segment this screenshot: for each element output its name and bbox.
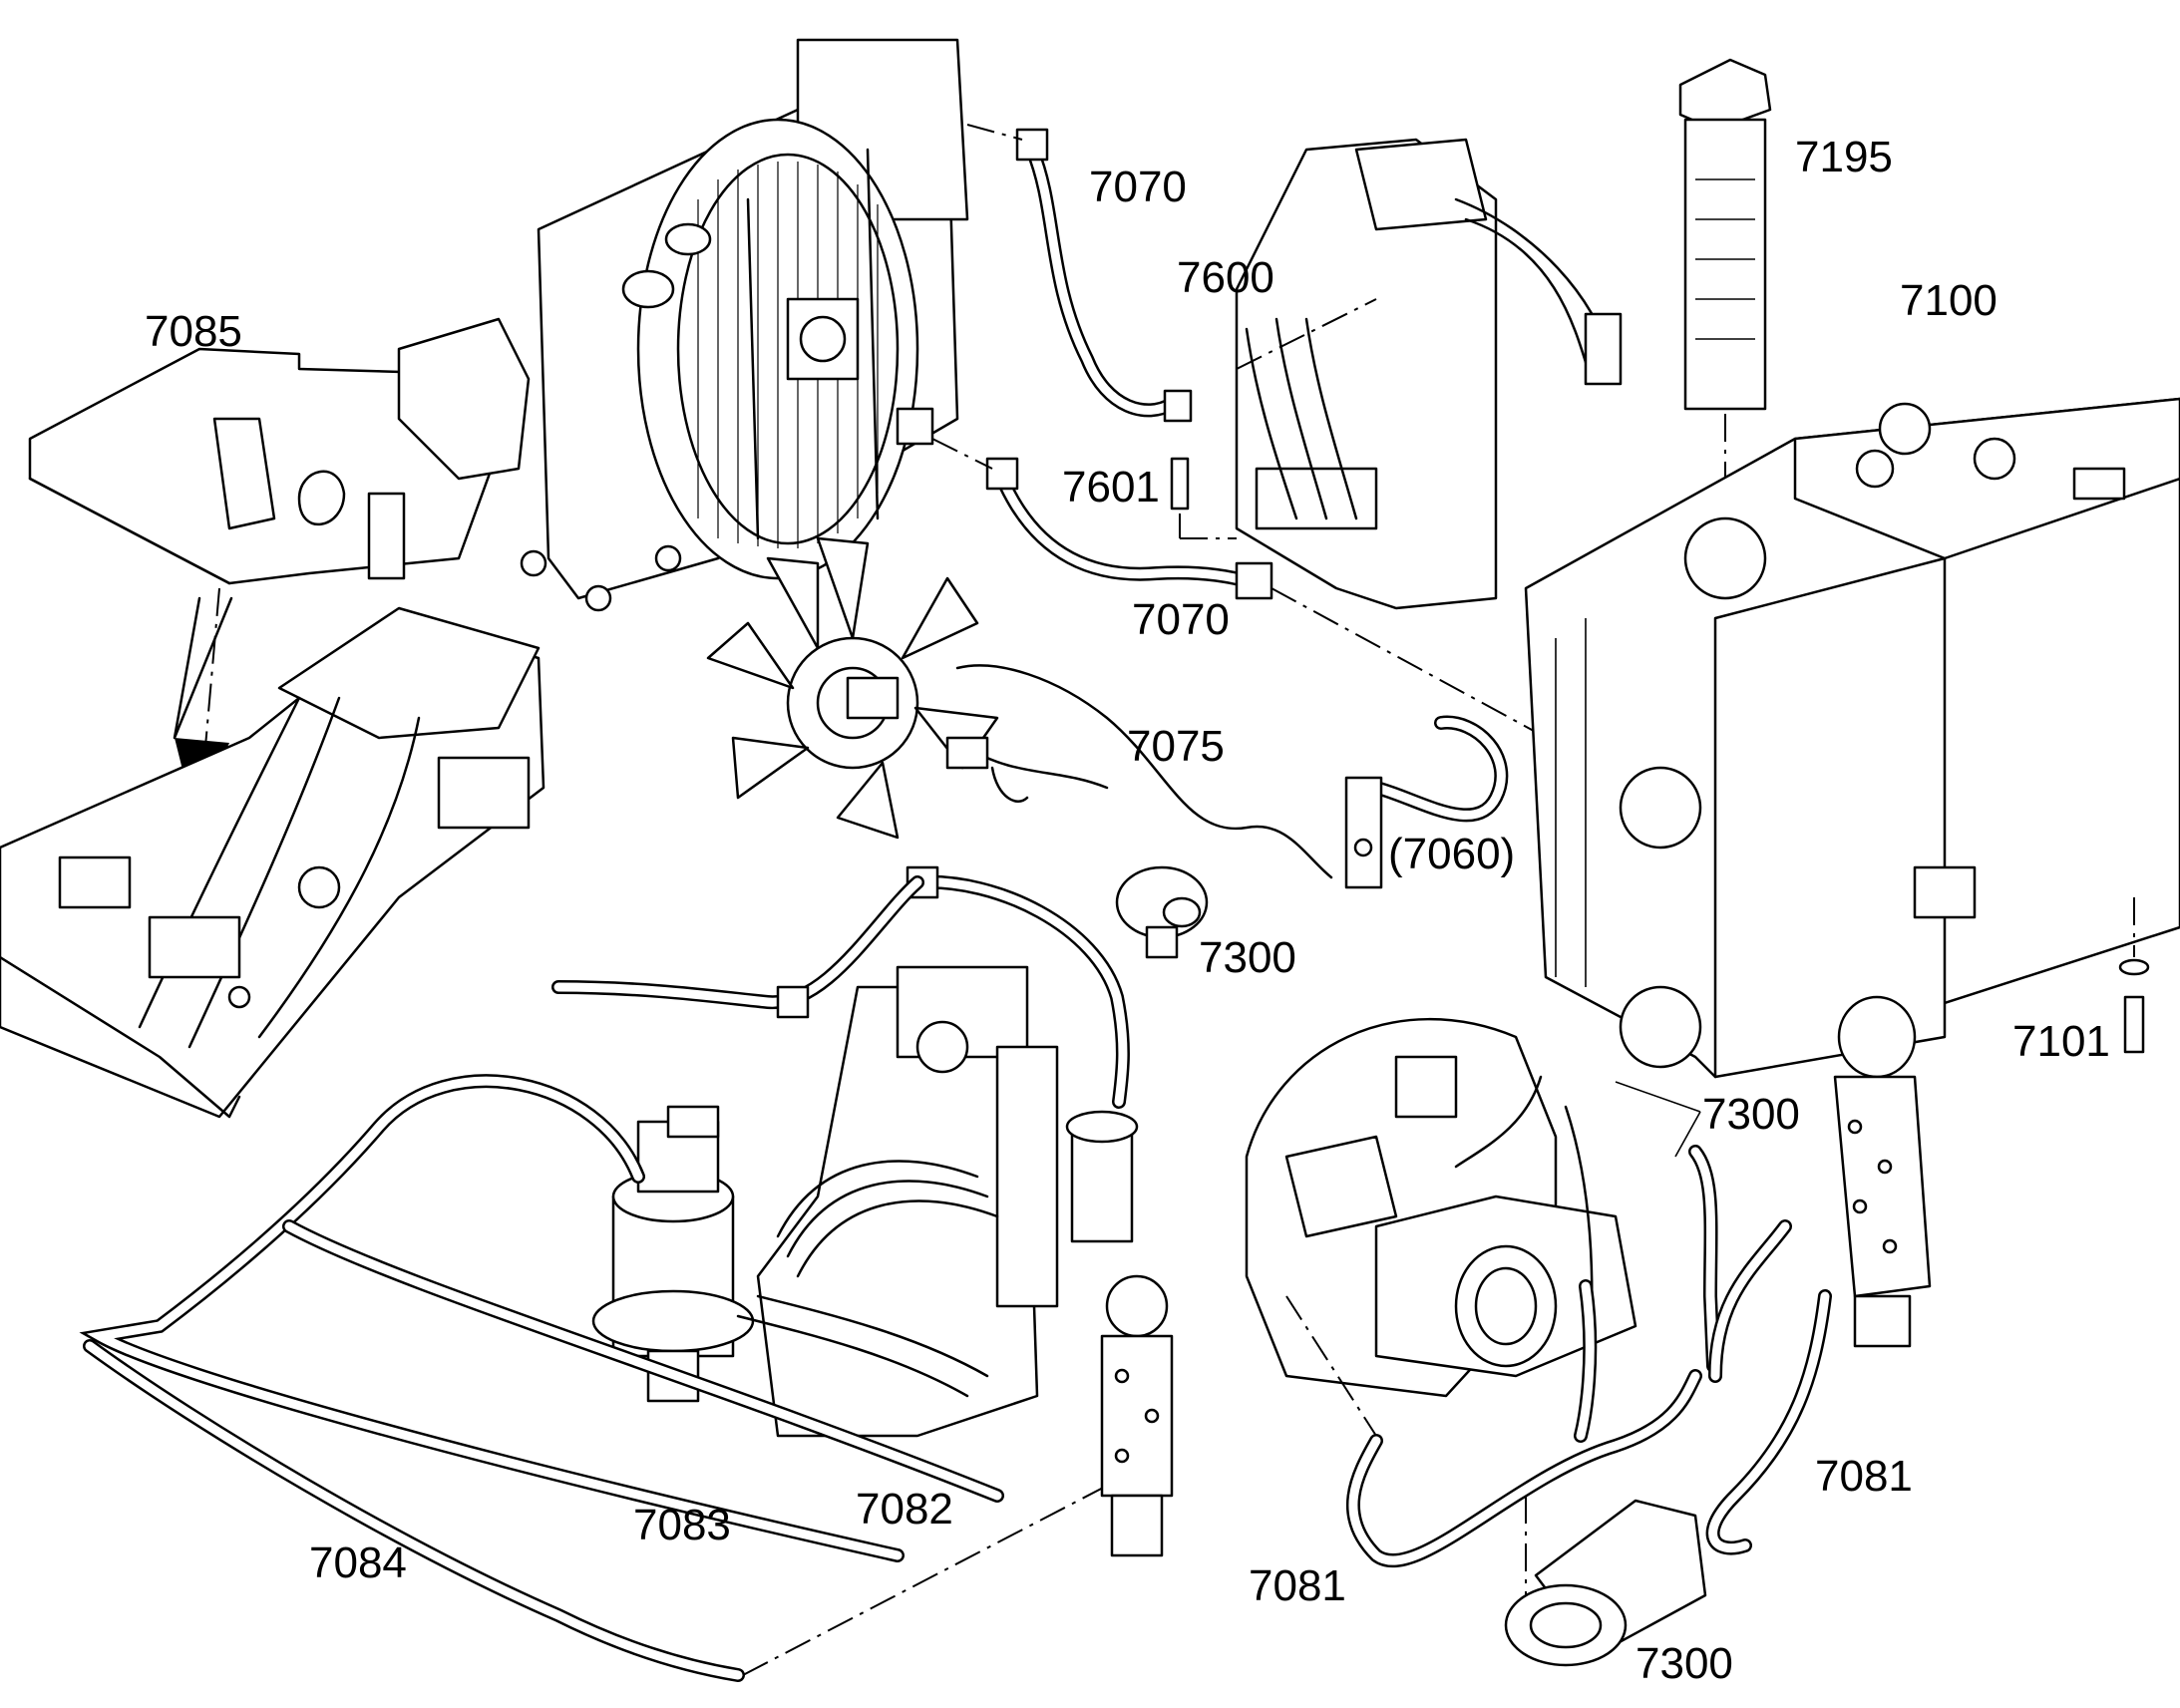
callout-7070-upper: 7070 — [1089, 163, 1187, 211]
callout-7600: 7600 — [1177, 253, 1274, 302]
callout-7085: 7085 — [145, 307, 242, 356]
callout-7082: 7082 — [856, 1485, 953, 1534]
callout-7075: 7075 — [1127, 722, 1225, 771]
pipe-7084 — [83, 1339, 1108, 1682]
callout-7601: 7601 — [1062, 463, 1160, 512]
main-control-valve — [736, 965, 1059, 1438]
callout-7300-right: 7300 — [1702, 1090, 1800, 1139]
radiator-assembly — [520, 38, 969, 612]
lower-coolant-hose — [931, 438, 1557, 744]
valve-block-accumulator-center — [1100, 1274, 1174, 1557]
callout-7081-left: 7081 — [1249, 1561, 1346, 1610]
callout-7070-lower: 7070 — [1132, 595, 1230, 644]
callout-7060: (7060) — [1388, 830, 1515, 878]
cover-plate — [28, 317, 531, 759]
swing-motor — [591, 1105, 755, 1403]
motor-7300 — [1504, 1496, 1707, 1667]
callout-7101: 7101 — [2012, 1017, 2110, 1066]
pipe-7083 — [79, 875, 1004, 1562]
control-valve-block — [1235, 138, 1623, 610]
rotary-joint — [906, 865, 1139, 1243]
hydraulic-tank — [1524, 397, 2180, 1079]
callout-7083: 7083 — [633, 1501, 731, 1549]
leader-lines — [1615, 1081, 1701, 1158]
callout-labels: 7085 7070 7600 7195 7100 7601 7070 7075 … — [145, 133, 2110, 1688]
wiring-harness — [945, 664, 1333, 879]
upper-coolant-hose — [966, 124, 1193, 423]
drain-plug-7101 — [2118, 897, 2150, 1054]
filter-element — [1678, 58, 1772, 558]
hose-7081 — [1285, 1145, 1832, 1568]
callout-7300-sensor: 7300 — [1199, 933, 1296, 982]
sensor-7300 — [1115, 865, 1209, 959]
callout-7100: 7100 — [1900, 276, 1998, 325]
callout-7300-motor: 7300 — [1635, 1639, 1733, 1688]
pump-transmission — [1245, 1017, 1637, 1398]
callout-7081-right: 7081 — [1815, 1452, 1913, 1501]
valve-block-accumulator-right — [1833, 995, 1932, 1348]
main-frame — [0, 606, 545, 1119]
callout-7084: 7084 — [309, 1538, 407, 1587]
hydraulic-hose-7060 — [1344, 715, 1509, 889]
cooling-fan — [706, 536, 999, 840]
callout-7195: 7195 — [1795, 133, 1893, 181]
bolt-7601 — [1170, 457, 1237, 539]
